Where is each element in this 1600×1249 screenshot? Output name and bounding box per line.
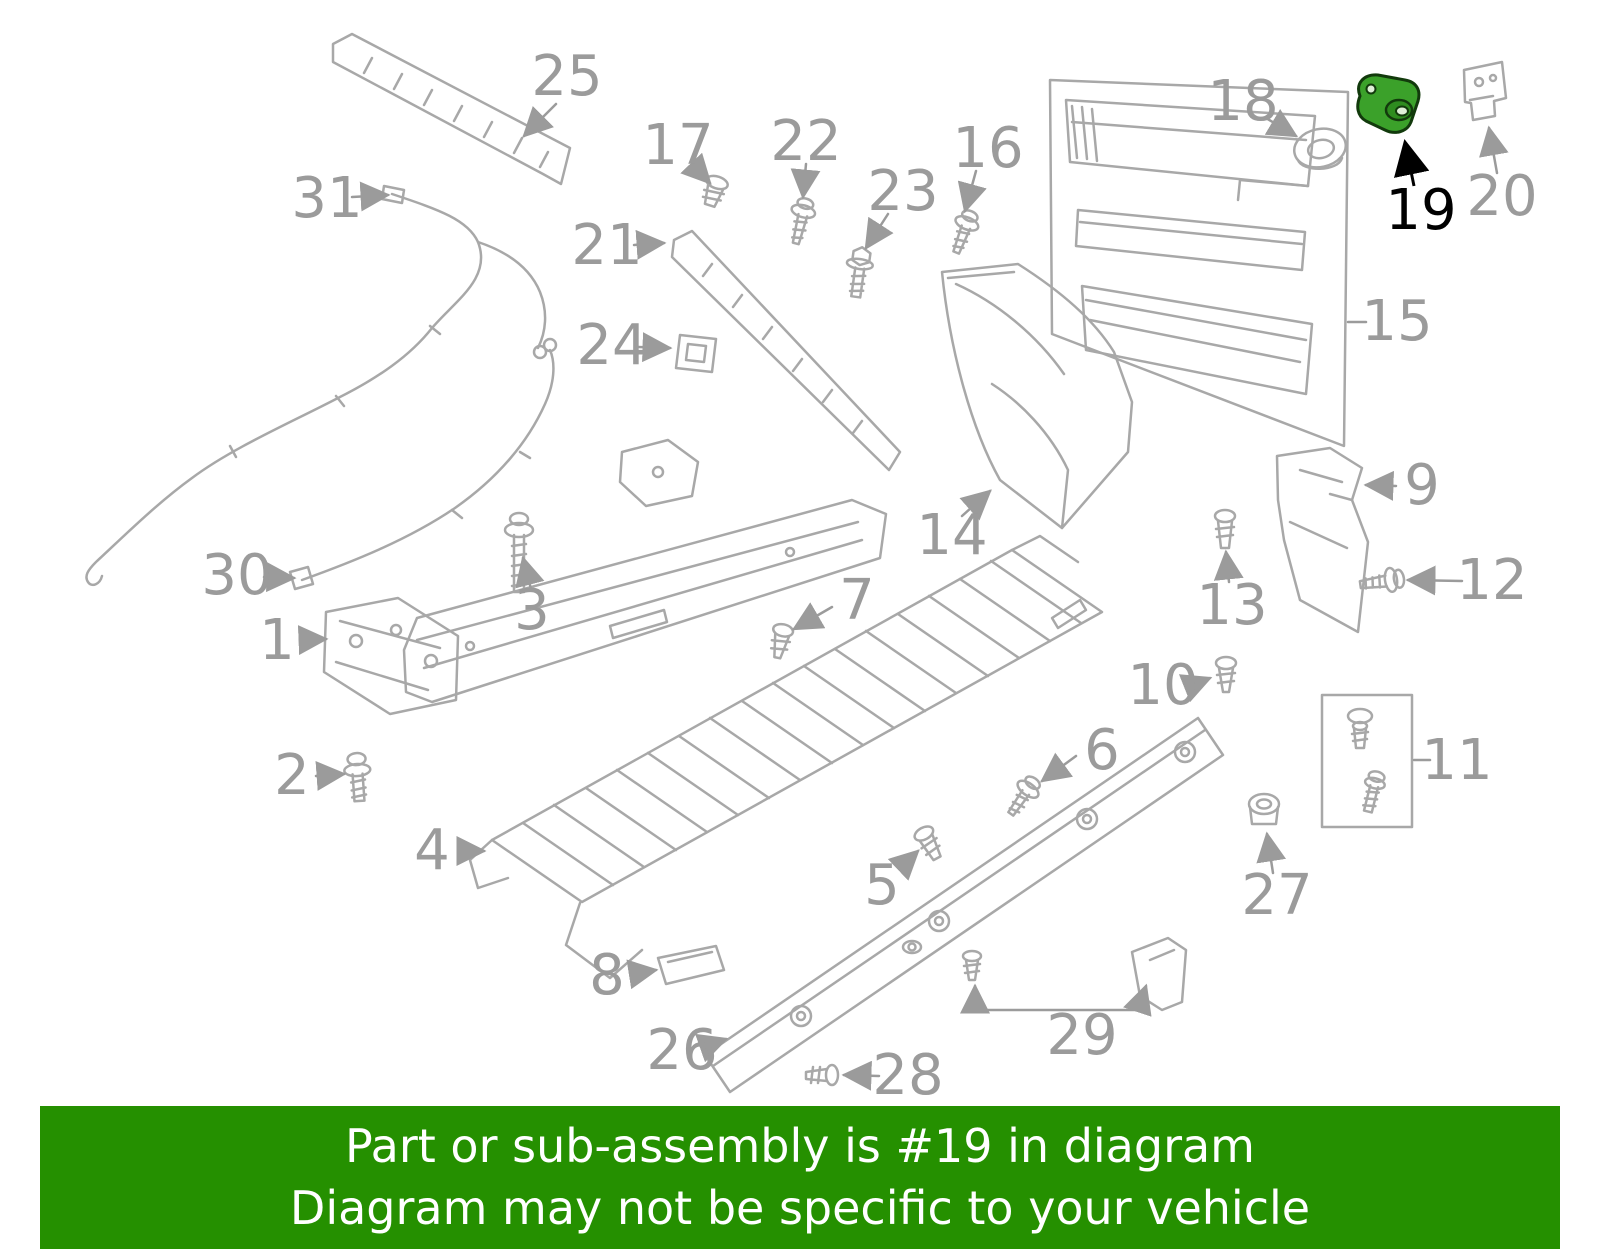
part-1-mount-bracket xyxy=(322,596,460,716)
part-28-push-clip xyxy=(804,1063,840,1087)
callout-15: 15 xyxy=(1361,289,1433,354)
part-15-panel-assembly xyxy=(1048,78,1350,448)
part-22-screw xyxy=(790,197,817,246)
part-16-screw xyxy=(952,209,980,255)
callout-23: 23 xyxy=(867,159,939,224)
part-31-wiring-harness xyxy=(85,184,548,587)
banner-line-1: Part or sub-assembly is #19 in diagram xyxy=(345,1119,1255,1173)
part-9-corner-bracket xyxy=(1275,446,1370,634)
callout-13: 13 xyxy=(1196,573,1268,638)
callout-14: 14 xyxy=(916,503,988,568)
callout-27: 27 xyxy=(1241,863,1313,928)
part-17-push-clip xyxy=(701,174,729,209)
callout-4: 4 xyxy=(414,818,450,883)
callout-18: 18 xyxy=(1207,69,1279,134)
callout-19-highlighted: 19 xyxy=(1385,178,1457,243)
part-25-step-trim xyxy=(331,32,572,186)
bumper-reinforcement-beam xyxy=(402,438,888,704)
part-7-push-clip xyxy=(769,622,795,660)
part-2-bolt xyxy=(343,751,372,803)
part-21-sight-shield xyxy=(670,229,902,472)
part-23-bolt xyxy=(845,245,874,299)
part-8-filler-pad xyxy=(656,944,726,986)
callout-17: 17 xyxy=(642,113,714,178)
part-26-sensor-strip xyxy=(703,716,1225,1094)
callout-20: 20 xyxy=(1466,164,1538,229)
callout-9: 9 xyxy=(1404,453,1440,518)
part-13-push-clip xyxy=(1213,508,1237,550)
callout-7: 7 xyxy=(839,568,875,633)
callout-31: 31 xyxy=(291,166,363,231)
part-20-bracket xyxy=(1462,60,1508,122)
part-11-fastener-kit-box xyxy=(1320,693,1414,829)
part-4-step-pad xyxy=(468,534,1104,980)
part-19-park-sensor-highlighted xyxy=(1356,73,1421,134)
part-10-push-clip xyxy=(1214,655,1238,694)
callout-12: 12 xyxy=(1456,548,1528,613)
callout-3: 3 xyxy=(514,578,550,643)
callout-25: 25 xyxy=(531,44,603,109)
callout-5: 5 xyxy=(864,853,900,918)
arrow-to-part-19 xyxy=(1393,139,1430,187)
callout-30: 30 xyxy=(201,543,273,608)
callout-29: 29 xyxy=(1046,1003,1118,1068)
callout-1: 1 xyxy=(259,608,295,673)
part-6-screw xyxy=(1007,775,1042,817)
part-30-wire-lead xyxy=(288,337,558,591)
callout-22: 22 xyxy=(770,109,842,174)
callout-10: 10 xyxy=(1127,653,1199,718)
callout-16: 16 xyxy=(952,116,1024,181)
leader-lines xyxy=(262,102,1509,1091)
part-5-push-clip xyxy=(913,825,942,862)
part-27-sensor xyxy=(1247,792,1281,826)
part-14-corner-panel xyxy=(940,262,1134,530)
callout-8: 8 xyxy=(589,943,625,1008)
banner-line-2: Diagram may not be specific to your vehi… xyxy=(289,1180,1311,1235)
part-12-screw xyxy=(1358,566,1406,594)
callout-24: 24 xyxy=(576,313,648,378)
part-18-sensor-bezel xyxy=(1293,127,1347,170)
part-24-bracket xyxy=(674,333,718,374)
callout-11: 11 xyxy=(1421,728,1493,793)
callout-21: 21 xyxy=(571,213,643,278)
callout-2: 2 xyxy=(274,743,310,808)
callout-28: 28 xyxy=(872,1043,944,1108)
callout-6: 6 xyxy=(1084,718,1120,783)
diagram-info-banner: Part or sub-assembly is #19 in diagram D… xyxy=(40,1106,1560,1249)
part-29-retainer-set xyxy=(901,936,1188,1012)
callout-26: 26 xyxy=(646,1018,718,1083)
